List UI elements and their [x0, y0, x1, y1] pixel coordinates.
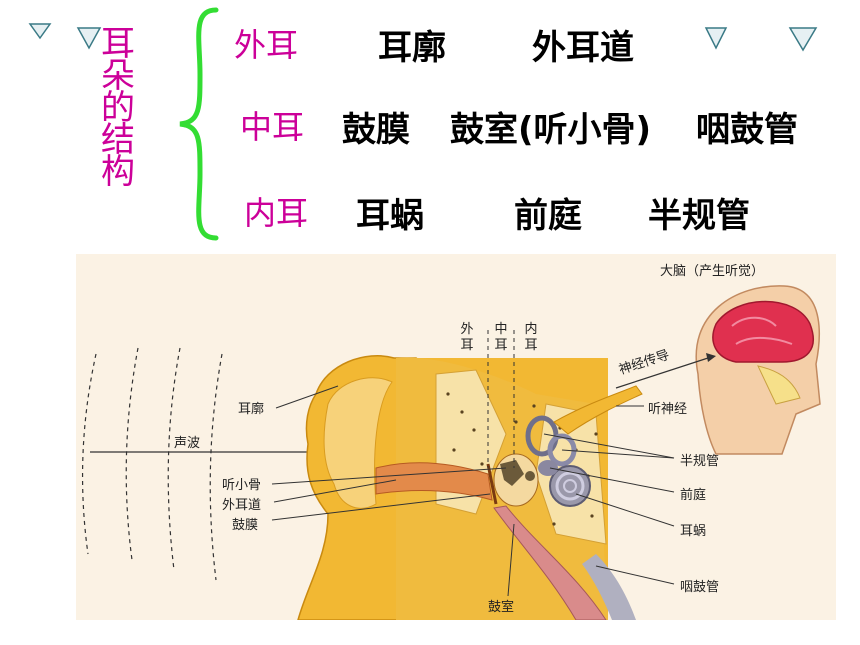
label-semicircular-canals: 半规管: [680, 454, 720, 469]
label-ossicles: 听小骨: [222, 478, 262, 493]
triangle-bullet-icon: [704, 27, 728, 50]
label-eardrum: 鼓膜: [232, 518, 259, 533]
part-vestibule: 前庭: [514, 196, 582, 236]
part-auricle: 耳廓: [378, 28, 446, 68]
part-eardrum: 鼓膜: [342, 110, 410, 150]
region-label-middle-ear: 中 耳: [494, 322, 508, 353]
ear-anatomy-diagram: 外 耳 中 耳 内 耳 大脑（产生听觉） 神经传导 听神经 耳廓 声波 听小骨 …: [76, 254, 836, 620]
label-tympanic-cavity: 鼓室: [488, 600, 515, 615]
label-vestibule: 前庭: [680, 488, 707, 503]
region-label-inner-ear: 内 耳: [524, 322, 538, 353]
title-char: 的: [101, 88, 135, 128]
vertical-title: 耳 朵 的 结 构: [98, 24, 138, 192]
title-char: 构: [101, 152, 135, 192]
curly-brace-icon: [179, 7, 219, 241]
triangle-bullet-icon: [788, 27, 818, 52]
category-inner-ear: 内耳: [244, 194, 309, 232]
title-char: 结: [101, 120, 135, 160]
category-middle-ear: 中耳: [240, 108, 305, 146]
title-char: 耳: [101, 24, 135, 64]
label-cochlea: 耳蜗: [680, 524, 707, 539]
label-auricle: 耳廓: [238, 402, 265, 417]
part-ear-canal: 外耳道: [532, 28, 634, 68]
ear-anatomy-illustration: [81, 285, 821, 620]
part-cochlea: 耳蜗: [356, 196, 424, 236]
part-tympanic-cavity: 鼓室(听小骨): [450, 110, 652, 150]
part-eustachian-tube: 咽鼓管: [696, 110, 798, 150]
label-auditory-nerve: 听神经: [648, 402, 688, 417]
part-semicircular-canals: 半规管: [648, 196, 750, 236]
title-char: 朵: [101, 56, 135, 96]
label-ear-canal: 外耳道: [222, 498, 262, 513]
triangle-bullet-icon: [76, 27, 102, 50]
label-sound-wave: 声波: [174, 436, 201, 451]
label-brain: 大脑（产生听觉）: [660, 264, 765, 279]
region-label-outer-ear: 外 耳: [460, 322, 474, 353]
label-eustachian-tube: 咽鼓管: [680, 580, 720, 595]
category-outer-ear: 外耳: [234, 26, 299, 64]
triangle-bullet-icon: [28, 23, 52, 40]
